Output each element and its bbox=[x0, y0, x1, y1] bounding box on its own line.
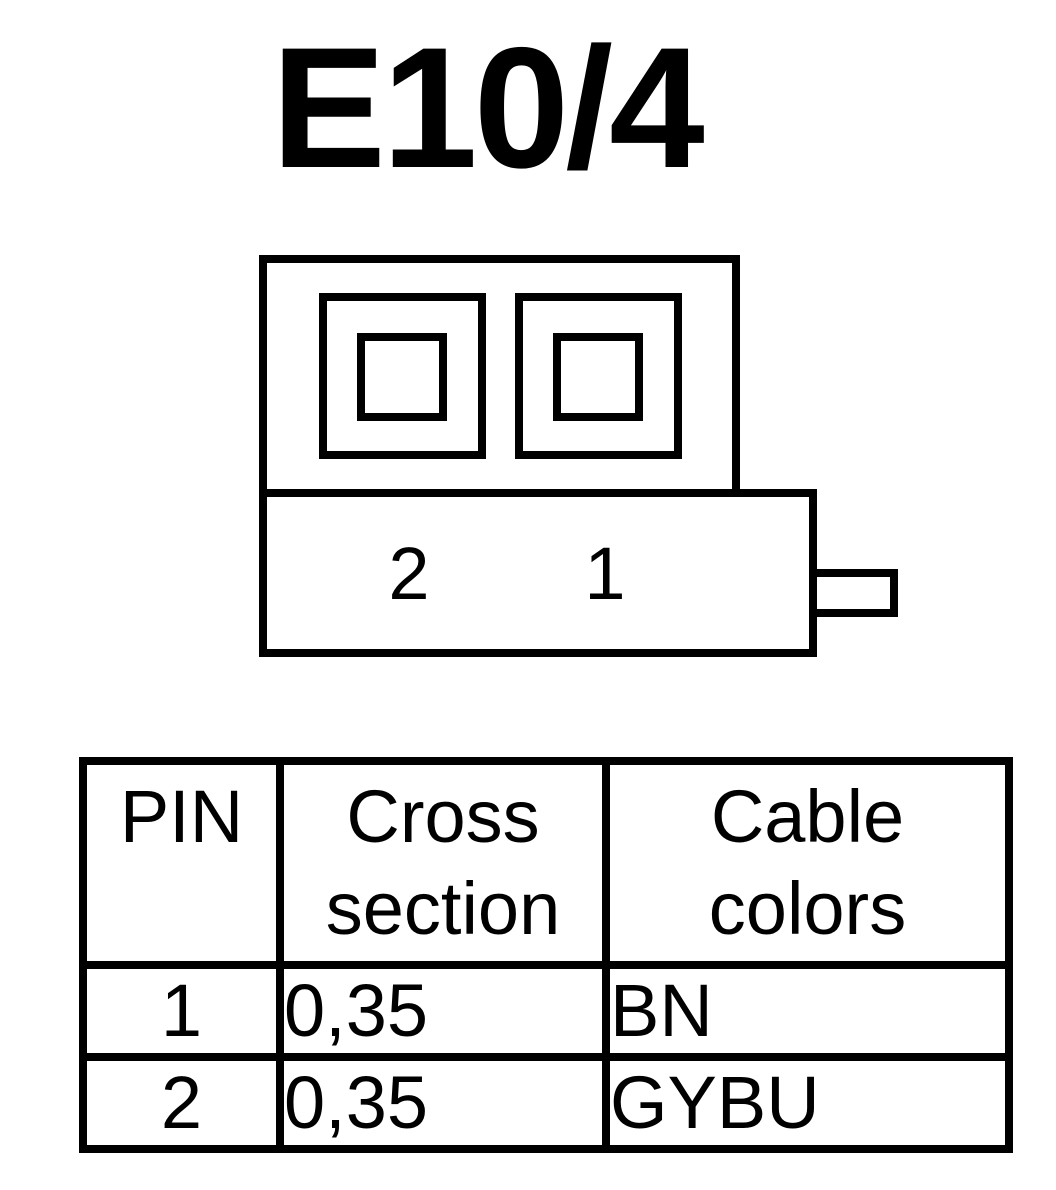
pin-cavity-1-outer bbox=[515, 293, 682, 459]
header-cross-section-line2: section bbox=[325, 867, 561, 950]
pin-cavity-1-inner bbox=[553, 333, 643, 421]
connector-latch-tab bbox=[809, 569, 898, 617]
header-cross-section-line1: Cross bbox=[346, 775, 540, 858]
header-pin-label: PIN bbox=[119, 775, 244, 858]
pin-label-2: 2 bbox=[388, 532, 430, 615]
connector-housing-outline bbox=[259, 255, 817, 657]
table-row: 2 0,35 GYBU bbox=[79, 1053, 1013, 1153]
header-cable-colors: Cable colors bbox=[602, 757, 1013, 969]
pin-cavity-2-inner bbox=[357, 333, 447, 421]
connector-diagram bbox=[259, 255, 898, 657]
pin-cavity-2-outer bbox=[319, 293, 486, 459]
pin-label-1: 1 bbox=[584, 532, 626, 615]
cell-pin: 2 bbox=[79, 1053, 284, 1153]
cell-pin: 1 bbox=[79, 961, 284, 1061]
header-cable-colors-line1: Cable bbox=[710, 775, 905, 858]
table-row: 1 0,35 BN bbox=[79, 961, 1013, 1061]
cell-cable-color: BN bbox=[602, 961, 1013, 1061]
header-cross-section: Cross section bbox=[276, 757, 610, 969]
connector-title: E10/4 bbox=[271, 12, 704, 204]
header-pin: PIN bbox=[79, 757, 284, 969]
table-header-row: PIN Cross section Cable colors bbox=[79, 757, 1013, 969]
cell-cross-section: 0,35 bbox=[276, 961, 610, 1061]
cell-cross-section: 0,35 bbox=[276, 1053, 610, 1153]
header-cable-colors-line2: colors bbox=[708, 867, 907, 950]
pin-assignment-table: PIN Cross section Cable colors 1 0,35 BN… bbox=[79, 757, 1013, 1153]
cell-cable-color: GYBU bbox=[602, 1053, 1013, 1153]
